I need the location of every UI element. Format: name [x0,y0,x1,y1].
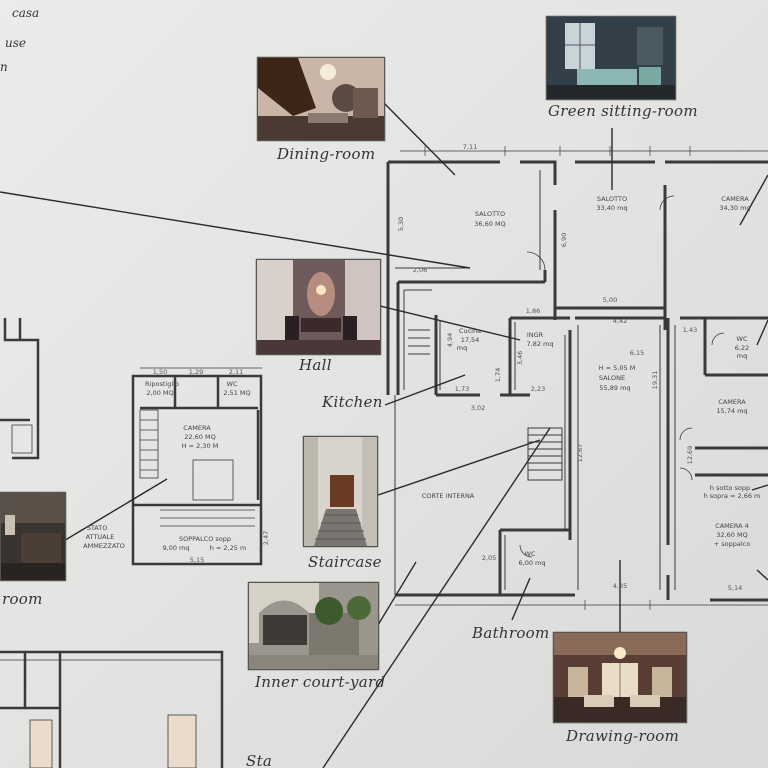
dim-4-94: 4,94 [446,333,454,347]
dim-1-74: 1,74 [494,368,502,382]
dim-5-30: 5,30 [397,217,405,231]
dim-19-31: 19,31 [651,371,659,390]
caption-inner-court-yard: Inner court-yard [255,673,386,691]
dim-4-42: 4,42 [613,317,627,325]
bottom-building-walls [0,650,224,768]
dim-1-29: 1,29 [189,368,203,376]
green-sitting-room-photo [546,16,676,100]
dim-5-14: 5,14 [728,584,742,592]
caption-kitchen: Kitchen [322,393,383,411]
dim-1-86: 1,86 [526,307,540,315]
dim-6-90: 6,90 [560,233,568,247]
caption-green-sitting-room: Green sitting-room [548,102,698,120]
dim-3-02: 3,02 [471,404,485,412]
inner-courtyard-photo [248,582,379,670]
dim-1-73: 1,73 [455,385,469,393]
dim-3-46: 3,46 [516,351,524,365]
caption-bottom-fragment: Sta [246,752,273,768]
dim-5-00: 5,00 [603,296,617,304]
dim-2-06: 2,06 [413,266,427,274]
dim-6-15: 6,15 [630,349,644,357]
annex-walls [131,374,263,566]
staircase-photo [303,436,378,547]
hall-photo [256,259,381,355]
caption-left-room: room [2,590,43,608]
dim-7-11: 7,11 [463,143,477,151]
caption-bathroom: Bathroom [472,624,550,642]
caption-drawing-room: Drawing-room [566,727,680,745]
annex-details [139,367,262,527]
dim-2-05: 2,05 [482,554,496,562]
left-fragment-walls [0,318,40,460]
left-room-photo [0,492,66,581]
dim-2-47: 2,47 [262,531,270,545]
caption-dining-room: Dining-room [277,145,376,163]
corner-text-3: n [0,60,8,74]
leader-lines [0,102,768,768]
inner-lines [395,170,676,590]
door-swings [519,195,725,558]
corner-text-1: casa [12,6,40,20]
dim-12-69: 12,69 [686,446,694,465]
dim-5-15: 5,15 [190,556,204,564]
caption-staircase: Staircase [308,553,382,571]
room-corte-interna: CORTE INTERNA [422,492,475,500]
staircase-steps [408,329,563,481]
dim-2-11: 2,11 [229,368,243,376]
dining-room-photo [257,57,385,141]
dim-1-50: 1,50 [153,368,167,376]
dim-2-23: 2,23 [531,385,545,393]
main-building-walls [386,160,768,602]
dim-4-35: 4,35 [613,582,627,590]
dim-12-67: 12,67 [576,444,584,463]
dim-1-43: 1,43 [683,326,697,334]
dimension-line-top [395,146,768,610]
caption-hall: Hall [299,356,332,374]
drawing-room-photo [553,632,687,723]
corner-text-2: use [5,36,26,50]
